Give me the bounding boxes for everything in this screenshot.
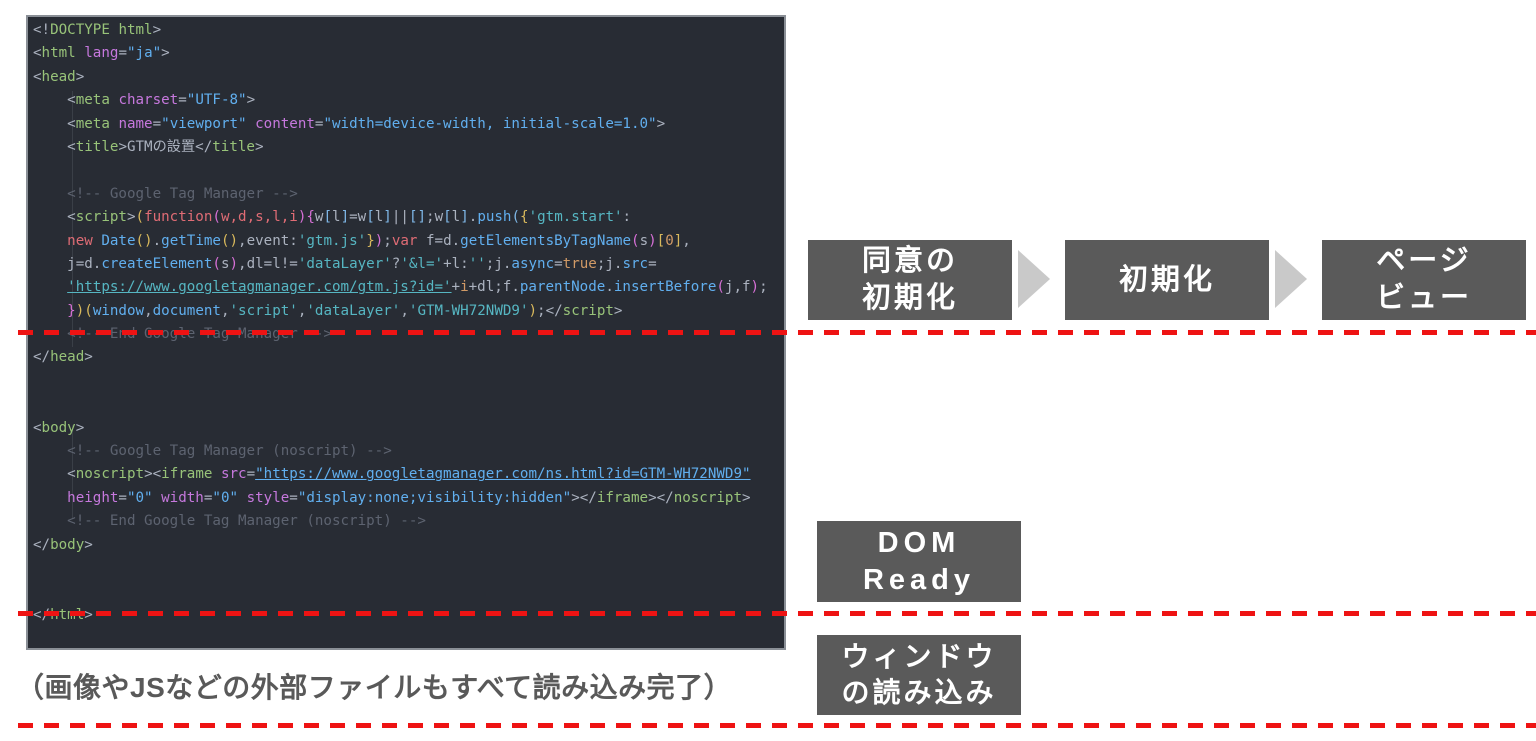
timing-divider-dom-ready <box>18 611 1536 616</box>
flow-box-pageview: ページ ビュー <box>1322 240 1526 320</box>
code-editor: <!DOCTYPE html><html lang="ja"><head> <m… <box>33 22 768 623</box>
flow-box-dom-ready: DOM Ready <box>817 521 1021 602</box>
flow-box-label-line: ビュー <box>1375 282 1472 314</box>
arrow-right-icon <box>1018 250 1050 308</box>
flow-box-consent-init: 同意の 初期化 <box>808 240 1012 320</box>
indent-guide <box>72 425 73 519</box>
flow-box-label-line: 初期化 <box>861 282 958 314</box>
flow-box-label-line: ウィンドウ <box>841 641 997 672</box>
window-load-note: （画像やJSなどの外部ファイルもすべて読み込み完了） <box>16 672 733 703</box>
flow-box-label-line: ページ <box>1376 245 1472 277</box>
flow-box-window-load: ウィンドウ の読み込み <box>817 635 1021 715</box>
timing-divider-window-load <box>18 723 1536 728</box>
flow-box-init: 初期化 <box>1065 240 1269 320</box>
flow-box-label-line: DOM <box>877 526 961 559</box>
flow-box-label-line: の読み込み <box>841 677 997 708</box>
flow-box-label-line: 同意の <box>861 245 958 277</box>
timing-divider-head <box>18 330 1536 335</box>
flow-box-label-line: 初期化 <box>1118 263 1215 296</box>
arrow-right-icon <box>1275 250 1307 308</box>
flow-box-label-line: Ready <box>862 563 976 596</box>
indent-guide <box>72 91 73 347</box>
